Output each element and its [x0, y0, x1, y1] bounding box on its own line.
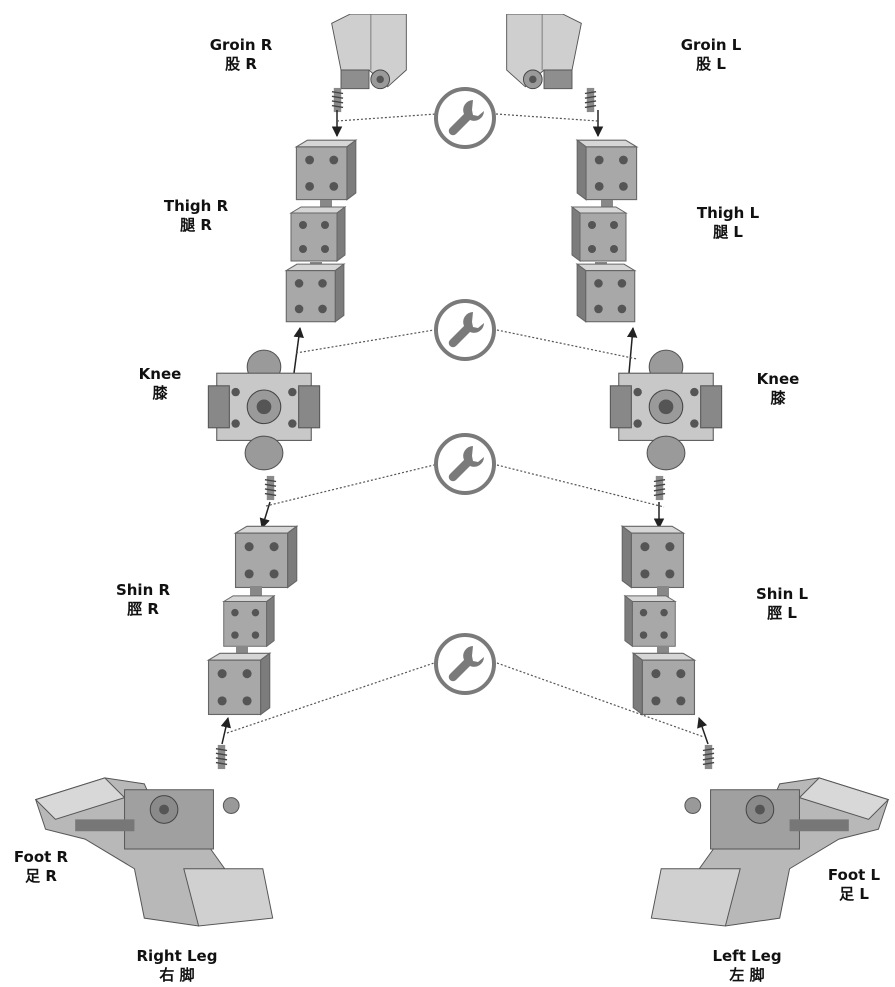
label-en: Foot R — [0, 848, 82, 867]
label-en: Thigh R — [146, 197, 246, 216]
label-shin-l: Shin L 脛 L — [737, 585, 827, 623]
label-ja: 膝 — [738, 389, 818, 408]
wrench-icon — [436, 89, 494, 147]
knee-r-part — [208, 350, 319, 470]
label-left-leg: Left Leg 左 脚 — [690, 947, 804, 985]
arrow-up-icon — [294, 328, 300, 373]
label-ja: 右 脚 — [120, 966, 234, 985]
label-en: Shin L — [737, 585, 827, 604]
label-en: Left Leg — [690, 947, 804, 966]
screw-icon — [703, 745, 714, 769]
label-en: Knee — [738, 370, 818, 389]
arrow-up-icon — [699, 718, 708, 744]
label-groin-l: Groin L 股 L — [666, 36, 756, 74]
wrench-icon — [436, 635, 494, 693]
screw-icon — [216, 745, 227, 769]
label-ja: 股 L — [666, 55, 756, 74]
label-right-leg: Right Leg 右 脚 — [120, 947, 234, 985]
label-en: Shin R — [98, 581, 188, 600]
wrench-icon — [436, 301, 494, 359]
label-en: Groin R — [196, 36, 286, 55]
label-ja: 足 L — [813, 885, 895, 904]
label-en: Foot L — [813, 866, 895, 885]
screw-icon — [654, 476, 665, 500]
label-en: Groin L — [666, 36, 756, 55]
thigh-r-part — [286, 140, 356, 322]
screw-icon — [585, 88, 596, 112]
connector-line — [296, 330, 434, 353]
label-en: Knee — [120, 365, 200, 384]
groin-l-part — [507, 14, 582, 89]
label-ja: 股 R — [196, 55, 286, 74]
label-ja: 左 脚 — [690, 966, 804, 985]
connector-line — [496, 114, 598, 121]
label-foot-r: Foot R 足 R — [0, 848, 82, 886]
knee-l-part — [610, 350, 721, 470]
connector-line — [266, 465, 434, 506]
label-ja: 足 R — [0, 867, 82, 886]
label-ja: 脛 L — [737, 604, 827, 623]
label-ja: 腿 L — [678, 223, 778, 242]
label-shin-r: Shin R 脛 R — [98, 581, 188, 619]
label-ja: 膝 — [120, 384, 200, 403]
shin-r-part — [209, 526, 297, 714]
label-knee-r: Knee 膝 — [120, 365, 200, 403]
screw-icon — [332, 88, 343, 112]
arrow-up-icon — [629, 328, 633, 373]
arrow-up-icon — [222, 718, 228, 744]
label-groin-r: Groin R 股 R — [196, 36, 286, 74]
shin-l-part — [622, 526, 694, 714]
connector-line — [497, 465, 664, 507]
label-en: Right Leg — [120, 947, 234, 966]
connector-line — [337, 114, 436, 121]
label-ja: 腿 R — [146, 216, 246, 235]
label-en: Thigh L — [678, 204, 778, 223]
label-thigh-l: Thigh L 腿 L — [678, 204, 778, 242]
label-ja: 脛 R — [98, 600, 188, 619]
thigh-l-part — [572, 140, 637, 322]
connector-line — [497, 330, 637, 359]
groin-r-part — [332, 14, 407, 89]
label-foot-l: Foot L 足 L — [813, 866, 895, 904]
label-knee-l: Knee 膝 — [738, 370, 818, 408]
screw-icon — [265, 476, 276, 500]
wrench-icon — [436, 435, 494, 493]
label-thigh-r: Thigh R 腿 R — [146, 197, 246, 235]
